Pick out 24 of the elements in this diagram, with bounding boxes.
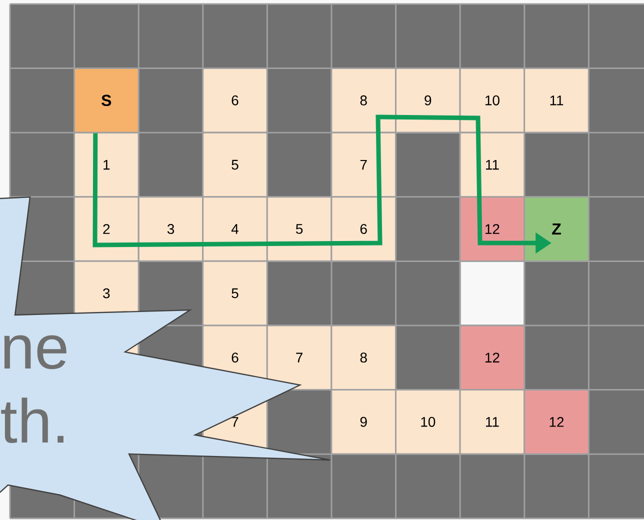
- numbered-cell: 11: [459, 389, 526, 455]
- numbered-cell: 7: [266, 324, 332, 390]
- numbered-cell: 10: [459, 68, 526, 134]
- numbered-cell: 9: [330, 389, 396, 455]
- numbered-cell: 3: [138, 196, 204, 262]
- numbered-cell: 5: [202, 132, 268, 198]
- numbered-cell: 6: [330, 196, 396, 262]
- numbered-cell: 12: [524, 389, 590, 455]
- numbered-cell: 8: [330, 68, 396, 134]
- numbered-cell: 11: [524, 68, 590, 134]
- numbered-cell: 6: [202, 68, 268, 134]
- numbered-cell: 4: [202, 196, 268, 262]
- numbered-cell: 5: [202, 260, 268, 326]
- numbered-cell: 12: [459, 196, 526, 262]
- goal-cell: Z: [524, 196, 590, 262]
- numbered-cell: 8: [330, 324, 396, 390]
- numbered-cell: 7: [330, 132, 396, 198]
- start-cell: S: [74, 68, 140, 134]
- numbered-cell: 5: [266, 196, 332, 262]
- numbered-cell: 11: [459, 132, 526, 198]
- numbered-cell: 1: [74, 132, 140, 198]
- numbered-cell: 10: [395, 389, 461, 455]
- numbered-cell: 12: [459, 324, 526, 390]
- numbered-cell: 9: [395, 68, 461, 134]
